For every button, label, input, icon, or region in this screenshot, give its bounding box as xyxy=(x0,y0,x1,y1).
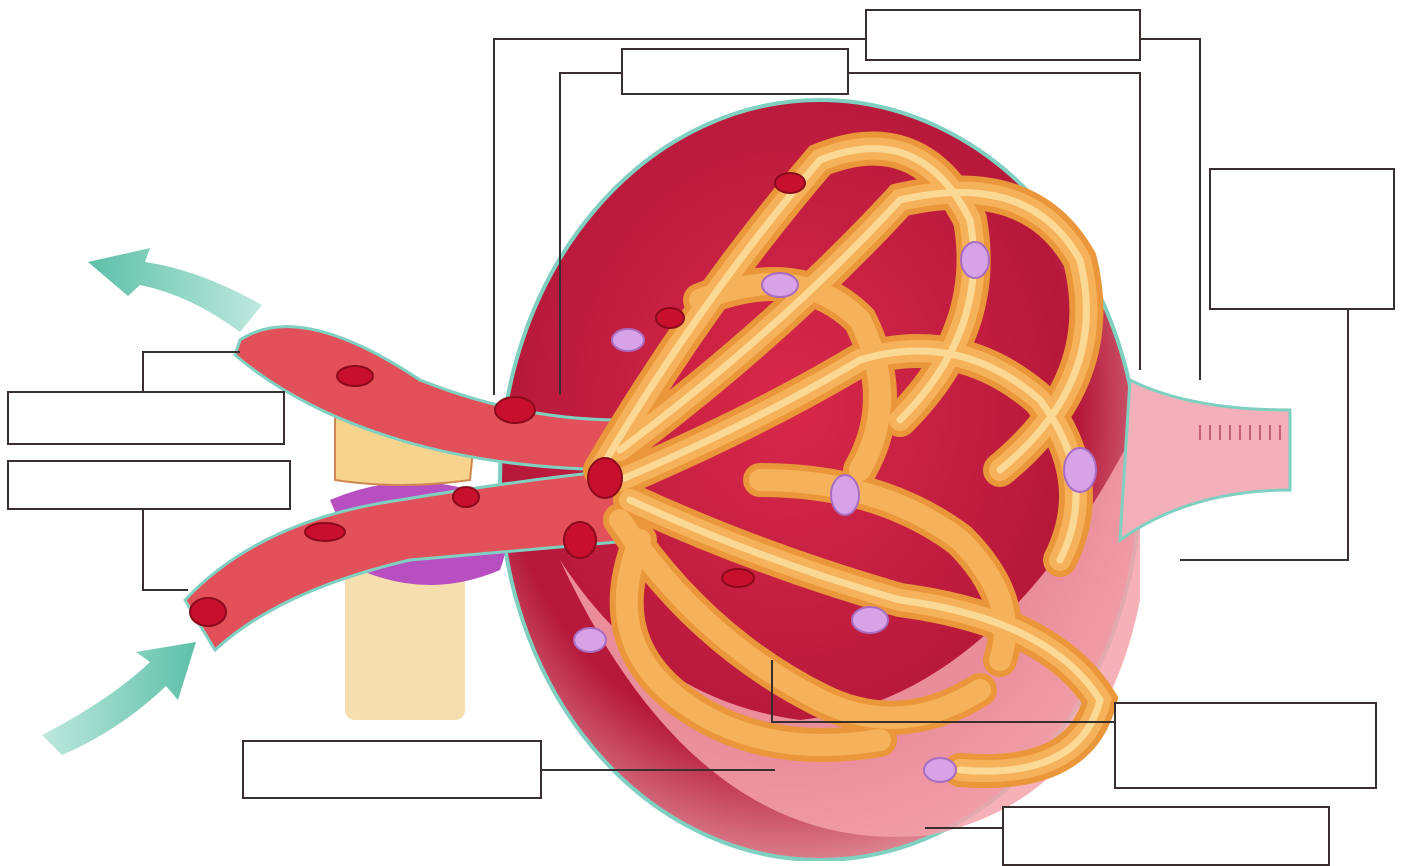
label-box-bottom-left[interactable] xyxy=(242,740,542,799)
label-box-right[interactable] xyxy=(1209,168,1395,310)
outflow-arrow xyxy=(88,248,262,332)
label-box-bottom[interactable] xyxy=(1002,806,1330,866)
label-box-left-lower[interactable] xyxy=(7,460,291,510)
label-box-left-upper[interactable] xyxy=(7,391,285,445)
label-box-top-second[interactable] xyxy=(621,48,849,95)
inflow-arrow xyxy=(42,642,196,755)
proximal-tubule xyxy=(1120,380,1290,540)
label-box-bottom-right[interactable] xyxy=(1114,702,1377,789)
label-box-top[interactable] xyxy=(865,9,1141,61)
